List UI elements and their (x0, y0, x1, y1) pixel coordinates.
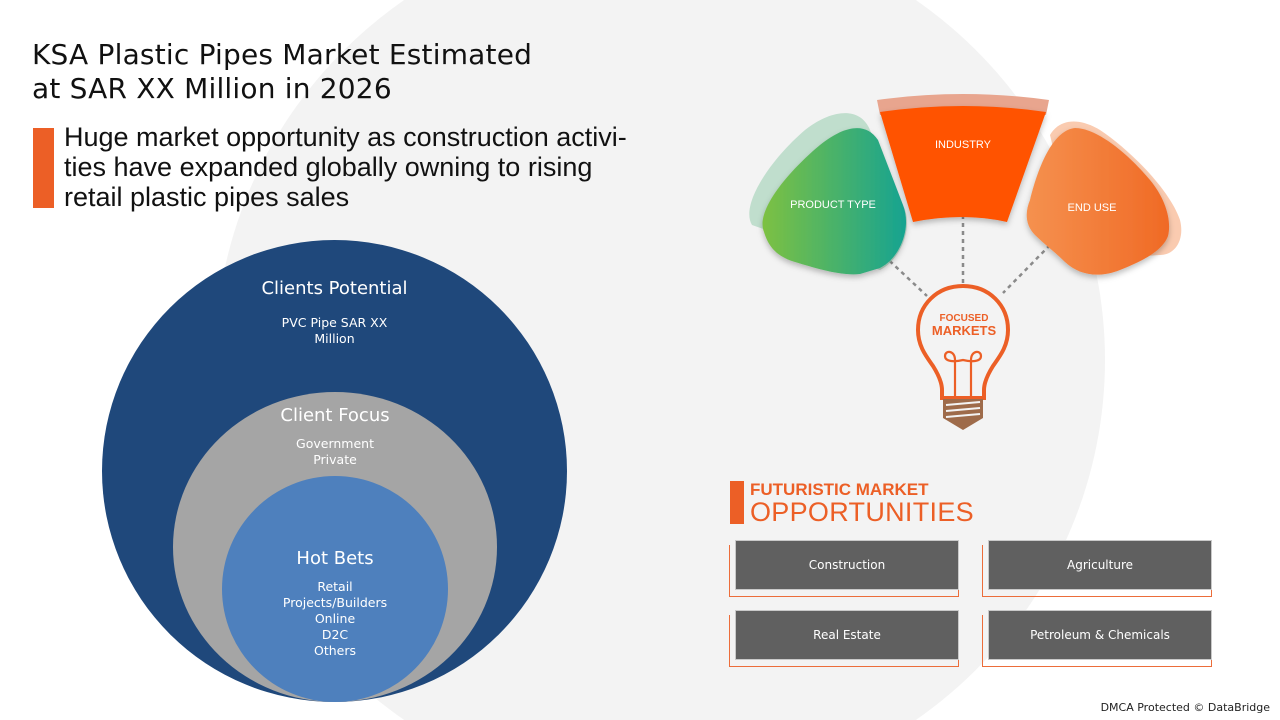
lightbulb-icon (915, 283, 1011, 430)
opportunity-petroleum-chemicals: Petroleum & Chemicals (988, 610, 1212, 660)
client-focus-items: Government Private (173, 436, 497, 468)
hot-bets-item: Retail (317, 579, 353, 594)
opportunity-card: Agriculture (982, 540, 1212, 597)
hot-bets-item: D2C (321, 627, 349, 642)
client-focus-item: Private (313, 452, 357, 467)
subtitle-line-1: Huge market opportunity as construction … (64, 122, 627, 152)
end-use-label: END USE (1067, 202, 1117, 214)
copyright-footer: DMCA Protected © DataBridge (1100, 701, 1270, 714)
opportunities-accent-bar (730, 481, 744, 524)
hot-bets-item: Online (314, 611, 356, 626)
subtitle-line-2: ties have expanded globally owning to ri… (64, 152, 593, 182)
opportunity-card: Real Estate (729, 610, 959, 667)
industry-segment (877, 94, 1049, 222)
client-focus-label: Client Focus (280, 405, 390, 426)
subtitle-line-3: retail plastic pipes sales (64, 182, 350, 212)
page-title: KSA Plastic Pipes Market Estimated at SA… (32, 38, 712, 106)
clients-potential-item: PVC Pipe SAR XX (281, 315, 388, 330)
industry-label: INDUSTRY (934, 139, 992, 151)
product-type-segment (749, 113, 908, 275)
opportunities-title-line-2: OPPORTUNITIES (750, 497, 974, 527)
clients-potential-item: Million (314, 331, 355, 346)
title-line-2: at SAR XX Million in 2026 (32, 72, 392, 105)
opportunities-title-line-1: FUTURISTIC MARKET (750, 480, 929, 499)
opportunity-agriculture: Agriculture (988, 540, 1212, 590)
end-use-segment (1026, 121, 1182, 275)
opportunities-title: FUTURISTIC MARKET OPPORTUNITIES (750, 480, 974, 527)
subtitle: Huge market opportunity as construction … (64, 122, 704, 212)
opportunity-card: Petroleum & Chemicals (982, 610, 1212, 667)
clients-potential-items: PVC Pipe SAR XX Million (102, 315, 567, 347)
markets-text: MARKETS (931, 323, 997, 338)
subtitle-accent-bar (33, 128, 54, 208)
focused-text: FOCUSED (939, 313, 989, 324)
focused-markets-label: FOCUSED MARKETS (922, 313, 1006, 338)
hot-bets-item: Projects/Builders (282, 595, 388, 610)
hot-bets-label: Hot Bets (296, 548, 374, 569)
opportunity-real-estate: Real Estate (735, 610, 959, 660)
title-line-1: KSA Plastic Pipes Market Estimated (32, 38, 533, 71)
hot-bets-circle: Hot Bets Retail Projects/Builders Online… (222, 476, 448, 702)
product-type-label: PRODUCT TYPE (790, 199, 876, 211)
hot-bets-items: Retail Projects/Builders Online D2C Othe… (222, 579, 448, 659)
hot-bets-item: Others (313, 643, 356, 658)
opportunity-card: Construction (729, 540, 959, 597)
clients-potential-label: Clients Potential (261, 278, 408, 299)
client-focus-item: Government (296, 436, 374, 451)
opportunity-construction: Construction (735, 540, 959, 590)
